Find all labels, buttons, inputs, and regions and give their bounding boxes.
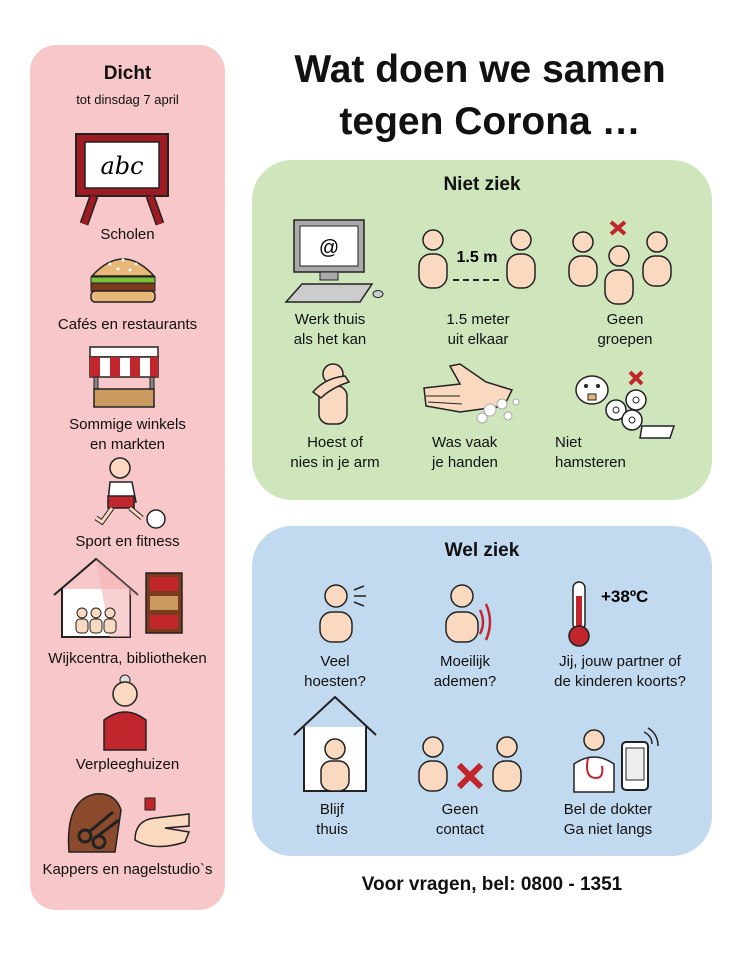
closed-item-label: Sommige winkels en markten [69,416,186,453]
sick-item-label: Moeilijk ademen? [433,653,497,690]
elderly-person-icon [103,674,147,751]
sick-item-label: Veel hoesten? [304,653,366,690]
hairdresser-nails-icon [67,793,191,853]
sick-item-label: Geen contact [435,801,485,838]
not-sick-item-label: Geen groepen [597,311,653,348]
chalkboard-icon: abc [75,133,169,226]
closed-item-label: Wijkcentra, bibliotheken [48,650,207,667]
cough-in-arm-icon [311,363,351,425]
sick-panel [252,526,712,856]
no-contact-icon [418,736,522,792]
title-line-2: tegen Corona … [339,100,641,143]
temperature-text: +38ºC [601,587,648,606]
computer-screen-text: @ [319,237,339,259]
breathing-difficulty-icon [445,584,492,643]
coughing-person-icon [319,584,366,643]
closed-heading: Dicht [103,63,152,84]
sick-item-label: Jij, jouw partner of de kinderen koorts? [554,653,686,690]
burger-icon [90,258,156,303]
not-sick-heading: Niet ziek [443,174,521,195]
closed-subheading: tot dinsdag 7 april [76,92,179,107]
closed-item-label: Cafés en restaurants [57,316,198,333]
chalkboard-text: abc [100,152,143,180]
wash-hands-icon [423,363,520,424]
closed-item-label: Kappers en nagelstudio`s [42,861,213,878]
page-title: Wat doen we samen tegen Corona … [260,44,700,148]
not-sick-item-label: Werk thuis als het kan [293,311,367,348]
sick-item-label: Blijf thuis [316,801,348,838]
call-doctor-icon [573,727,659,793]
community-library-icon [53,557,183,638]
not-sick-panel [252,160,712,500]
closed-item-label: Sport en fitness [75,533,180,550]
not-sick-item-label: Niet hamsteren [555,434,626,471]
closed-item-label: Scholen [100,226,155,243]
distance-text: 1.5 m [457,249,498,266]
stay-home-icon [293,695,377,792]
computer-icon: @ [284,219,384,303]
soccer-player-icon [94,457,166,529]
not-sick-item-label: Was vaak je handen [432,434,498,471]
sick-heading: Wel ziek [444,540,520,561]
not-sick-item-label: Hoest of nies in je arm [290,434,380,471]
closed-item-label: Verpleeghuizen [75,756,180,773]
no-hoarding-icon [575,370,676,439]
market-stall-icon [89,346,159,408]
title-line-1: Wat doen we samen [294,48,666,91]
thermometer-icon: +38ºC [568,581,648,647]
not-sick-item-label: 1.5 meter uit elkaar [446,311,510,348]
sick-item-label: Bel de dokter Ga niet langs [563,801,653,838]
distance-icon: 1.5 m [418,229,536,289]
no-groups-icon [568,220,672,305]
footer-phone-text: Voor vragen, bel: 0800 - 1351 [361,874,623,895]
